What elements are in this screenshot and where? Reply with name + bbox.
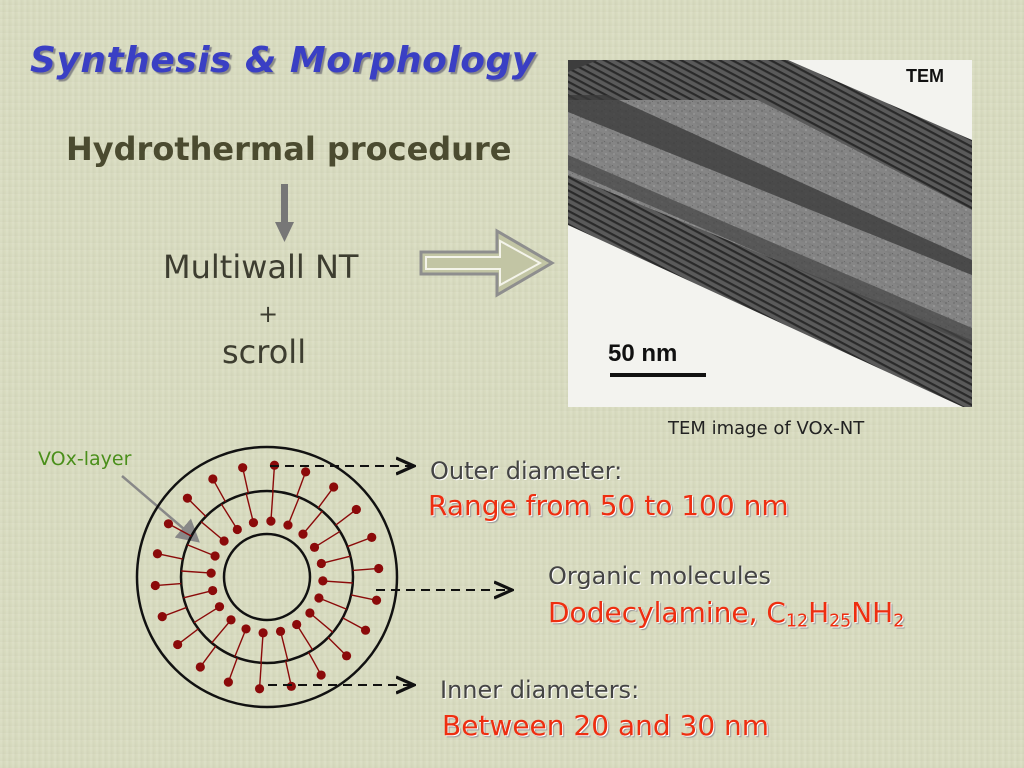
inner-molecule-chain-3 [296, 624, 314, 651]
outer-wall-circle [135, 445, 399, 709]
inner-molecule-headgroup-14 [248, 518, 259, 528]
inner-molecule-chain-16 [287, 496, 300, 526]
inner-molecule-chain-7 [211, 619, 232, 644]
slide-title: Synthesis & Morphology [30, 40, 536, 81]
outer-molecule-headgroup-21 [374, 563, 384, 574]
inner-molecule-chain-6 [234, 628, 247, 658]
outer-molecule-headgroup-0 [371, 595, 382, 605]
outer-molecule-headgroup-20 [367, 532, 377, 542]
formula-c-sub: 12 [785, 611, 809, 632]
inner-molecule-headgroup-19 [316, 558, 326, 569]
outer-molecule-headgroup-1 [360, 625, 371, 635]
inner-molecule-headgroup-11 [210, 551, 220, 561]
outer-diameter-label: Outer diameter: [430, 457, 623, 485]
outer-molecule-headgroup-10 [150, 580, 160, 591]
inner-molecule-headgroup-8 [214, 602, 225, 612]
inner-molecule-chain-15 [270, 491, 274, 522]
inner-molecule-chain-0 [322, 580, 353, 584]
inner-molecule-headgroup-15 [266, 516, 276, 526]
formula-nh-sub: 2 [893, 611, 905, 632]
inner-molecule-headgroup-2 [305, 608, 315, 618]
outer-molecule-headgroup-13 [182, 493, 193, 503]
outer-molecule-headgroup-12 [163, 519, 174, 529]
product-line-2: scroll [222, 333, 307, 371]
outer-molecule-headgroup-18 [329, 482, 339, 492]
inner-molecule-headgroup-10 [206, 568, 216, 578]
tem-corner-label: TEM [906, 66, 944, 86]
tem-caption: TEM image of VOx-NT [668, 418, 865, 439]
process-step-text: Hydrothermal procedure [66, 130, 512, 168]
down-arrow-icon [275, 184, 294, 242]
outer-molecule-headgroup-11 [152, 549, 163, 559]
scale-bar-label: 50 nm [608, 340, 678, 367]
inner-molecule-chain-10 [181, 570, 212, 574]
organic-molecules [150, 460, 384, 694]
inner-molecule-chain-11 [186, 544, 216, 557]
vox-layer-label: VOx-layer [38, 448, 132, 470]
inner-molecule-chain-12 [200, 521, 225, 542]
inner-molecule-headgroup-16 [283, 520, 293, 530]
outer-molecule-headgroup-6 [223, 677, 233, 687]
inner-molecule-headgroup-9 [208, 585, 218, 596]
inner-molecule-headgroup-12 [219, 536, 229, 546]
inner-molecule-chain-13 [220, 503, 238, 530]
outer-molecule-headgroup-8 [173, 639, 183, 650]
inner-diameter-value: Between 20 and 30 nm [442, 709, 770, 742]
inner-molecule-headgroup-1 [314, 593, 324, 603]
formula-nh: NH [851, 596, 894, 629]
formula-h: H [808, 596, 830, 629]
tem-micrograph [568, 60, 972, 407]
inner-molecule-headgroup-18 [309, 542, 320, 552]
formula-prefix: Dodecylamine, C [548, 596, 786, 629]
inner-molecule-chain-8 [193, 606, 220, 624]
inner-molecule-headgroup-7 [226, 615, 236, 625]
outer-diameter-value: Range from 50 to 100 nm [428, 489, 789, 522]
inner-molecule-headgroup-17 [298, 529, 308, 539]
outer-molecule-headgroup-3 [316, 670, 326, 680]
inner-molecule-chain-5 [260, 632, 264, 663]
outer-molecule-headgroup-5 [254, 684, 265, 694]
scale-bar [610, 373, 706, 377]
inner-molecule-chain-1 [318, 597, 348, 610]
right-block-arrow-icon [419, 228, 555, 298]
outer-molecule-headgroup-4 [286, 681, 296, 691]
outer-molecule-headgroup-2 [341, 651, 352, 661]
inner-molecule-headgroup-4 [275, 626, 286, 636]
vox-pointer-arrow [121, 475, 200, 543]
inner-molecule-chain-14 [245, 493, 255, 523]
inner-wall-circle [222, 532, 312, 622]
product-line-1: Multiwall NT [163, 248, 359, 286]
organic-molecules-label: Organic molecules [548, 562, 771, 590]
outer-molecule-headgroup-9 [157, 612, 167, 622]
inner-diameter-label: Inner diameters: [440, 676, 640, 704]
formula-h-sub: 25 [829, 611, 852, 632]
inner-molecule-headgroup-13 [232, 524, 242, 535]
outer-molecule-headgroup-19 [351, 504, 361, 515]
inner-molecule-chain-19 [321, 555, 351, 565]
outer-molecule-headgroup-14 [208, 474, 218, 484]
inner-molecule-chain-18 [314, 530, 341, 548]
inner-molecule-headgroup-0 [318, 576, 328, 586]
outer-molecule-headgroup-7 [195, 662, 205, 672]
inner-molecule-chain-17 [302, 510, 323, 535]
inner-molecule-headgroup-5 [258, 628, 268, 638]
inner-molecule-chain-4 [279, 631, 289, 661]
tem-image: TEM 50 nm [568, 60, 972, 407]
inner-molecule-headgroup-6 [241, 624, 251, 634]
outer-molecule-headgroup-17 [301, 467, 311, 477]
inner-molecule-chain-9 [183, 589, 213, 599]
inner-molecule-headgroup-3 [292, 619, 302, 630]
inner-molecule-chain-2 [309, 612, 334, 633]
outer-molecule-headgroup-15 [238, 463, 248, 473]
vox-layer-circle [179, 489, 355, 665]
product-plus: + [258, 300, 279, 328]
organic-molecules-value: Dodecylamine, C12H25NH2 [548, 596, 904, 631]
